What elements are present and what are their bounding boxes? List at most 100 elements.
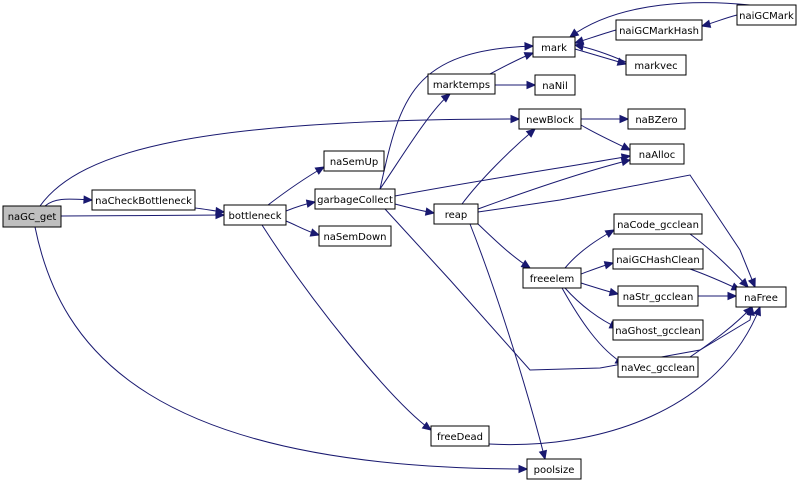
- edge-line: [379, 93, 451, 190]
- node-garbagecollect[interactable]: garbageCollect: [314, 188, 396, 210]
- edge-line: [394, 155, 631, 197]
- edge-newblock-to-nabzero: [580, 114, 630, 124]
- arrowhead: [743, 306, 753, 317]
- edge-markvec-to-mark: [573, 42, 627, 63]
- edge-freedead-to-nafree: [488, 305, 761, 446]
- node-label: freeDead: [437, 432, 483, 443]
- edge-naigcmark-to-naigcmarkhash: [700, 14, 738, 28]
- node-navec-gcclean[interactable]: naVec_gcclean: [617, 356, 699, 378]
- node-nasemdown[interactable]: naSemDown: [318, 225, 392, 247]
- node-label: naGC_get: [8, 212, 57, 223]
- arrowhead: [608, 287, 620, 297]
- edge-line: [477, 159, 631, 210]
- node-nagc-get[interactable]: naGC_get: [2, 205, 62, 228]
- edge-line: [461, 128, 536, 205]
- node-label: naCode_gcclean: [617, 220, 699, 231]
- arrowhead: [538, 449, 548, 461]
- arrowhead: [616, 57, 628, 66]
- edge-navec-gcclean-to-nafree: [689, 306, 753, 358]
- node-naigchashclean[interactable]: naiGCHashClean: [612, 248, 704, 270]
- arrowhead: [524, 42, 535, 51]
- edge-nacode-gcclean-to-nafree: [689, 233, 749, 288]
- edge-line: [569, 2, 751, 38]
- edge-bottleneck-to-nasemdown: [285, 220, 321, 237]
- edge-reap-to-newblock: [461, 128, 536, 205]
- node-label: naiGCMarkHash: [619, 26, 699, 37]
- edge-freeelem-to-naigchashclean: [580, 261, 615, 275]
- edge-bottleneck-to-freedead: [261, 224, 433, 431]
- edge-garbagecollect-to-naalloc: [394, 153, 632, 197]
- node-naigcmarkhash[interactable]: naiGCMarkHash: [615, 19, 703, 41]
- node-freeelem[interactable]: freeelem: [522, 267, 582, 289]
- arrowhead: [520, 259, 532, 269]
- node-mark[interactable]: mark: [532, 36, 576, 58]
- node-poolsize[interactable]: poolsize: [526, 458, 582, 480]
- arrowhead: [305, 199, 317, 208]
- arrowhead: [518, 464, 529, 474]
- arrowhead: [620, 142, 632, 151]
- arrowhead: [569, 28, 580, 38]
- edge-bottleneck-to-garbagecollect: [285, 199, 317, 212]
- edge-reap-to-nafree: [477, 174, 756, 289]
- node-marktemps[interactable]: marktemps: [427, 73, 496, 95]
- edge-reap-to-freeelem: [477, 223, 532, 269]
- node-reap[interactable]: reap: [433, 203, 479, 225]
- node-nabzero[interactable]: naBZero: [627, 108, 686, 130]
- arrowhead: [727, 291, 738, 301]
- edge-freeelem-to-nacode-gcclean: [564, 229, 616, 269]
- edge-marktemps-to-mark: [489, 52, 535, 75]
- node-nafree[interactable]: naFree: [735, 286, 787, 308]
- edge-line: [477, 174, 756, 288]
- node-label: naFree: [744, 293, 778, 304]
- edge-newblock-to-naalloc: [580, 124, 632, 151]
- edge-garbagecollect-to-reap: [394, 203, 436, 216]
- arrowhead: [619, 114, 630, 124]
- node-nacode-gcclean[interactable]: naCode_gcclean: [613, 213, 703, 235]
- edge-line: [379, 45, 534, 190]
- node-label: newBlock: [526, 115, 574, 126]
- arrowhead: [215, 206, 226, 216]
- arrowhead: [314, 166, 326, 175]
- edge-line: [384, 208, 753, 371]
- edge-garbagecollect-to-marktemps: [379, 93, 451, 190]
- arrowhead: [700, 19, 712, 28]
- edge-bottleneck-to-nasemup: [267, 166, 326, 206]
- node-naghost-gcclean[interactable]: naGhost_gcclean: [612, 319, 704, 341]
- node-label: naGhost_gcclean: [615, 326, 701, 337]
- node-label: garbageCollect: [317, 195, 393, 206]
- node-label: naiGCMark: [739, 11, 794, 22]
- arrowhead: [620, 157, 632, 167]
- node-nastr-gcclean[interactable]: naStr_gcclean: [617, 285, 699, 307]
- node-naigcmark[interactable]: naiGCMark: [736, 4, 797, 26]
- node-label: marktemps: [433, 80, 490, 91]
- arrowhead: [309, 228, 321, 237]
- node-label: naCheckBottleneck: [95, 196, 192, 207]
- arrowhead: [573, 36, 585, 45]
- node-newblock[interactable]: newBlock: [518, 108, 582, 130]
- arrowhead: [604, 229, 616, 238]
- node-naalloc[interactable]: naAlloc: [629, 143, 685, 165]
- arrowhead: [510, 114, 521, 124]
- edge-line: [488, 306, 761, 446]
- arrowhead: [526, 80, 537, 90]
- edge-garbagecollect-to-mark: [379, 42, 535, 190]
- arrowhead: [603, 261, 615, 270]
- node-label: naSemDown: [323, 232, 386, 243]
- arrowhead: [83, 195, 94, 204]
- node-freedead[interactable]: freeDead: [430, 425, 490, 447]
- node-nacheckbottleneck[interactable]: naCheckBottleneck: [91, 189, 196, 211]
- edge-nagc-get-to-nacheckbottleneck: [44, 195, 94, 207]
- node-label: naiGCHashClean: [616, 255, 700, 266]
- arrowhead: [752, 305, 761, 317]
- node-bottleneck[interactable]: bottleneck: [223, 204, 287, 226]
- node-label: naBZero: [635, 115, 677, 126]
- node-label: naStr_gcclean: [623, 292, 694, 303]
- edge-line: [477, 223, 531, 269]
- node-nasemup[interactable]: naSemUp: [323, 150, 385, 172]
- arrowhead: [525, 128, 536, 138]
- node-nanil[interactable]: naNil: [534, 74, 576, 96]
- node-markvec[interactable]: markvec: [625, 54, 687, 76]
- node-label: naSemUp: [330, 157, 378, 168]
- arrowhead: [573, 42, 585, 51]
